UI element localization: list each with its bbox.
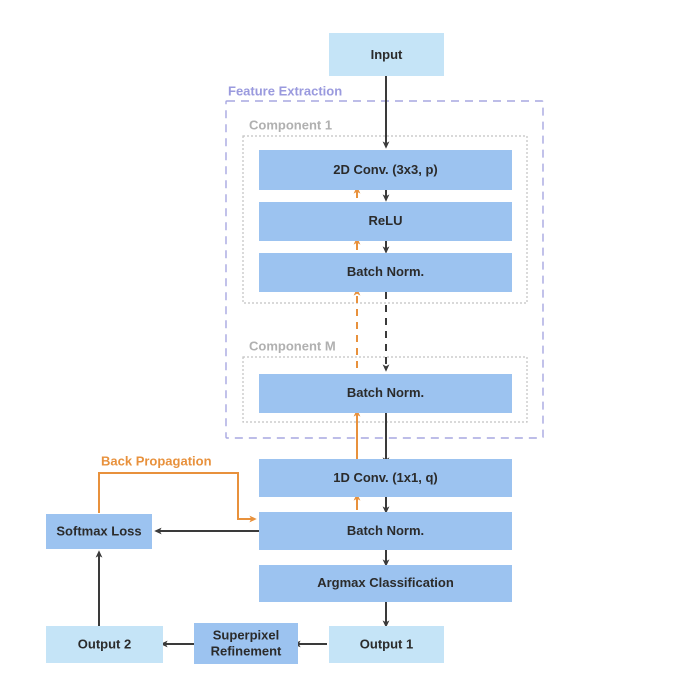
node-batchnorm-output[interactable]: Batch Norm. xyxy=(259,512,512,550)
feature-extraction-group: Feature Extraction xyxy=(225,83,544,439)
node-batchnorm-component1-label: Batch Norm. xyxy=(347,264,424,279)
component-m-label: Component M xyxy=(249,338,336,353)
node-superpixel-refinement-label-line1: Superpixel xyxy=(213,627,279,642)
node-relu[interactable]: ReLU xyxy=(259,202,512,241)
node-output-1-label: Output 1 xyxy=(360,636,413,651)
node-input-label: Input xyxy=(371,47,403,62)
node-batchnorm-component1-rect[interactable] xyxy=(259,253,512,292)
node-relu-rect[interactable] xyxy=(259,202,512,241)
edge-backpropagation-path xyxy=(98,472,257,523)
node-batchnorm-output-label: Batch Norm. xyxy=(347,523,424,538)
node-batchnorm-componentm[interactable]: Batch Norm. xyxy=(259,374,512,413)
component-1-label: Component 1 xyxy=(249,117,332,132)
node-conv1d-rect[interactable] xyxy=(259,459,512,497)
node-softmax-loss-label: Softmax Loss xyxy=(56,523,141,538)
node-conv2d[interactable]: 2D Conv. (3x3, p) xyxy=(259,150,512,190)
node-superpixel-refinement[interactable]: Superpixel Refinement xyxy=(194,623,298,664)
node-softmax-loss[interactable]: Softmax Loss xyxy=(46,514,152,549)
node-output-2-label: Output 2 xyxy=(78,636,131,651)
node-batchnorm-componentm-label: Batch Norm. xyxy=(347,385,424,400)
node-batchnorm-componentm-rect[interactable] xyxy=(259,374,512,413)
node-argmax[interactable]: Argmax Classification xyxy=(259,565,512,602)
node-superpixel-refinement-label-line2: Refinement xyxy=(211,643,282,658)
node-output-2-rect[interactable] xyxy=(46,626,163,663)
node-argmax-rect[interactable] xyxy=(259,565,512,602)
node-output-2[interactable]: Output 2 xyxy=(46,626,163,663)
node-conv1d-label: 1D Conv. (1x1, q) xyxy=(333,470,438,485)
node-input[interactable]: Input xyxy=(329,33,444,76)
feature-extraction-label: Feature Extraction xyxy=(228,83,342,98)
node-batchnorm-output-rect[interactable] xyxy=(259,512,512,550)
node-argmax-label: Argmax Classification xyxy=(317,575,454,590)
node-superpixel-refinement-rect[interactable] xyxy=(194,623,298,664)
node-relu-label: ReLU xyxy=(369,213,403,228)
node-softmax-loss-rect[interactable] xyxy=(46,514,152,549)
node-batchnorm-component1[interactable]: Batch Norm. xyxy=(259,253,512,292)
feature-extraction-border xyxy=(225,100,544,439)
node-input-rect[interactable] xyxy=(329,33,444,76)
node-output-1-rect[interactable] xyxy=(329,626,444,663)
node-conv2d-label: 2D Conv. (3x3, p) xyxy=(333,162,438,177)
back-propagation-label: Back Propagation xyxy=(101,453,212,468)
node-conv1d[interactable]: 1D Conv. (1x1, q) xyxy=(259,459,512,497)
node-output-1[interactable]: Output 1 xyxy=(329,626,444,663)
node-conv2d-rect[interactable] xyxy=(259,150,512,190)
